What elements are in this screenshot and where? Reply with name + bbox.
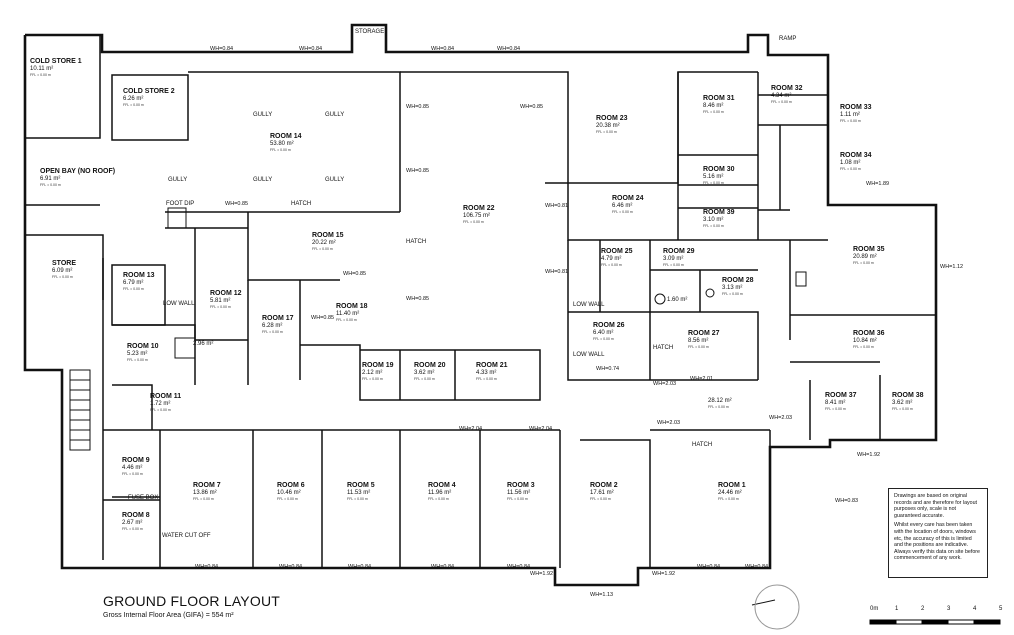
window-height: WH=1.12 bbox=[940, 264, 964, 270]
hatch-label: HATCH bbox=[653, 345, 674, 351]
window-height: WH=1.92 bbox=[530, 571, 554, 577]
window-height: WH=0.84 bbox=[507, 564, 531, 570]
window-height: WH=0.84 bbox=[348, 564, 372, 570]
window-height: WH=0.84 bbox=[195, 564, 219, 570]
detail-lines bbox=[69, 207, 807, 630]
window-height: WH=0.84 bbox=[279, 564, 303, 570]
disclaimer-text: Whilst every care has been taken with th… bbox=[894, 522, 980, 562]
window-height: WH=0.85 bbox=[311, 315, 335, 321]
ramp-label: RAMP bbox=[779, 36, 797, 42]
window-height: WH=0.84 bbox=[697, 564, 721, 570]
hatch-label: HATCH bbox=[692, 442, 713, 448]
scale-tick: 4 bbox=[973, 606, 977, 612]
hatch-label: HATCH bbox=[291, 201, 312, 207]
window-height: WH=0.85 bbox=[406, 168, 430, 174]
scale-bar-labels: 0m 1 2 3 4 5 bbox=[870, 606, 1010, 630]
gully-label: GULLY bbox=[253, 177, 273, 183]
small-area-label: 1.60 m² bbox=[667, 297, 688, 303]
scale-tick: 5 bbox=[999, 606, 1003, 612]
window-height: WH=1.92 bbox=[652, 571, 676, 577]
window-height: WH=0.81 bbox=[545, 269, 569, 275]
gully-label: GULLY bbox=[325, 177, 345, 183]
foot-dip-label: FOOT DIP bbox=[166, 201, 195, 207]
interior-walls bbox=[24, 35, 936, 568]
window-height: WH=0.85 bbox=[406, 104, 430, 110]
scale-bar bbox=[869, 619, 1001, 625]
window-height: WH=0.84 bbox=[431, 564, 455, 570]
window-height: WH=2.04 bbox=[459, 426, 483, 432]
gully-label: GULLY bbox=[253, 112, 273, 118]
scale-tick: 3 bbox=[947, 606, 951, 612]
hatch-label: HATCH bbox=[406, 239, 427, 245]
low-wall-label: LOW WALL bbox=[573, 352, 605, 358]
gully-label: GULLY bbox=[325, 112, 345, 118]
window-height: WH=1.13 bbox=[590, 592, 614, 598]
low-wall-label: LOW WALL bbox=[163, 301, 195, 307]
window-height: WH=1.92 bbox=[857, 452, 881, 458]
fuse-box-label: FUSE BOX bbox=[128, 495, 159, 501]
window-height: WH=0.84 bbox=[497, 46, 521, 52]
water-cut-off-label: WATER CUT OFF bbox=[162, 533, 211, 539]
drawing-subtitle: Gross Internal Floor Area (GIFA) = 554 m… bbox=[103, 612, 234, 619]
gully-label: GULLY bbox=[168, 177, 188, 183]
scale-tick: 2 bbox=[921, 606, 925, 612]
window-height: WH=0.85 bbox=[520, 104, 544, 110]
drawing-title: GROUND FLOOR LAYOUT bbox=[103, 593, 281, 609]
window-height: WH=2.03 bbox=[653, 381, 677, 387]
disclaimer-box: Drawings are based on original records a… bbox=[888, 488, 988, 578]
scale-unit: 0m bbox=[870, 606, 879, 612]
small-area-label: 2.96 m² bbox=[193, 341, 214, 347]
window-height: WH=0.84 bbox=[745, 564, 769, 570]
outer-walls bbox=[23, 23, 938, 587]
window-height: WH=1.89 bbox=[866, 181, 890, 187]
window-height: WH=0.83 bbox=[835, 498, 859, 504]
window-height: WH=0.85 bbox=[343, 271, 367, 277]
scale-tick: 1 bbox=[895, 606, 899, 612]
disclaimer-text: Drawings are based on original records a… bbox=[894, 493, 978, 519]
low-wall-label: LOW WALL bbox=[573, 302, 605, 308]
window-height: WH=0.84 bbox=[431, 46, 455, 52]
window-height: WH=0.84 bbox=[299, 46, 323, 52]
window-height: WH=0.81 bbox=[545, 203, 569, 209]
window-height: WH=2.04 bbox=[529, 426, 553, 432]
window-height: WH=2.03 bbox=[657, 420, 681, 426]
storage-label: STORAGE bbox=[355, 29, 385, 35]
window-height: WH=0.85 bbox=[225, 201, 249, 207]
window-height: WH=0.84 bbox=[210, 46, 234, 52]
window-height: WH=0.85 bbox=[406, 296, 430, 302]
window-height: WH=2.01 bbox=[690, 376, 714, 382]
window-height: WH=2.03 bbox=[769, 415, 793, 421]
window-height: WH=0.74 bbox=[596, 366, 620, 372]
